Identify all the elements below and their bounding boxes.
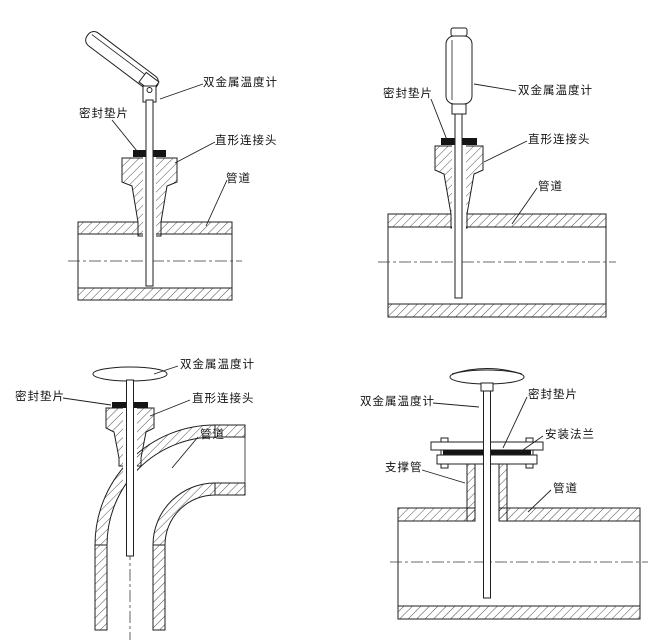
head-neck	[451, 103, 467, 115]
pipe-top-wall	[466, 213, 607, 228]
tl-pipe-label: 管道	[226, 173, 251, 185]
bl-thermometer-label: 双金属温度计	[180, 359, 255, 371]
br-gasket-label: 密封垫片	[528, 389, 578, 401]
pipe-top-wall	[160, 221, 233, 235]
br-pipe-label: 管道	[553, 483, 578, 495]
thermometer-stem	[126, 379, 134, 557]
tl-thermometer-label: 双金属温度计	[203, 77, 278, 89]
diagram-bottom-left	[62, 365, 246, 640]
pipe-bottom-wall	[77, 287, 233, 301]
pipe-top-wall	[498, 507, 641, 522]
pipe-bottom-wall	[387, 303, 607, 318]
bl-connector-label: 直形连接头	[192, 393, 255, 405]
bl-gasket-label: 密封垫片	[15, 391, 65, 403]
thermometer-stem	[483, 390, 491, 599]
pipe-top-wall	[387, 213, 452, 228]
thermometer-stem	[145, 99, 154, 287]
dial-head	[92, 366, 168, 382]
br-flange-label: 安装法兰	[545, 429, 595, 441]
dial-head	[449, 369, 525, 385]
diagram-top-left	[68, 31, 242, 301]
tr-gasket-label: 密封垫片	[383, 88, 433, 100]
pipe-top-wall	[77, 221, 139, 235]
pipe-bottom-wall	[397, 605, 641, 620]
support-pipe-left-wall	[466, 463, 476, 522]
tl-connector-label: 直形连接头	[215, 135, 278, 147]
head-neck	[480, 382, 494, 392]
bl-pipe-label: 管道	[200, 429, 225, 441]
pipe-right-wall	[152, 544, 166, 631]
dial-head-tab	[450, 27, 468, 37]
tr-pipe-label: 管道	[538, 181, 563, 193]
br-thermometer-label: 双金属温度计	[360, 396, 435, 408]
br-support-pipe-label: 支撑管	[385, 462, 423, 474]
diagram-top-right	[378, 27, 616, 318]
pipe-bottom-wall	[214, 482, 246, 496]
thermometer-stem	[454, 113, 463, 299]
pipe-top-wall	[397, 507, 476, 522]
diagram-bottom-right	[390, 368, 648, 620]
tr-connector-label: 直形连接头	[528, 134, 591, 146]
elbow-inner-wall	[152, 482, 216, 546]
support-pipe-right-wall	[498, 463, 508, 522]
hinge-screw	[146, 87, 153, 93]
dial-head	[445, 35, 473, 105]
pipe-left-wall	[94, 544, 108, 631]
tl-gasket-label: 密封垫片	[79, 108, 129, 120]
tr-thermometer-label: 双金属温度计	[518, 85, 593, 97]
